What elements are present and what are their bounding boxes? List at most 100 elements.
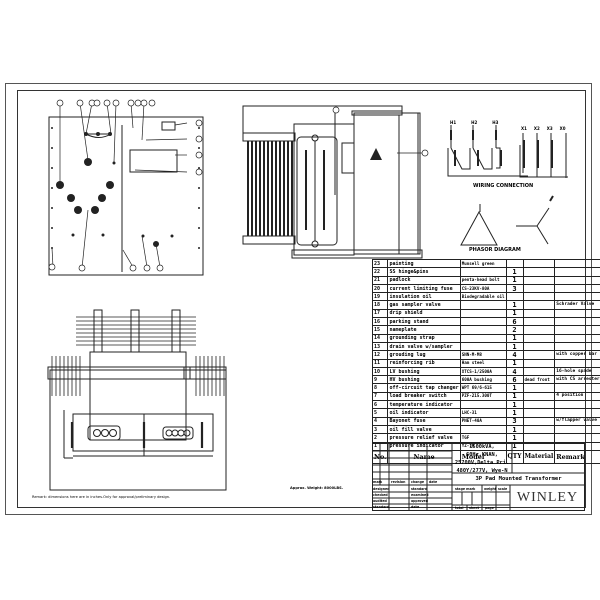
title-block-grid xyxy=(372,443,585,511)
bom-cell-material xyxy=(522,383,556,393)
company-logo: WINLEY xyxy=(516,490,579,505)
bom-cell-material xyxy=(522,408,556,418)
bom-cell-remark xyxy=(554,292,600,302)
bom-cell-name: gas sampler valve xyxy=(387,300,461,310)
bom-cell-qty xyxy=(505,292,524,302)
bom-cell-remark xyxy=(554,267,600,277)
spec-line-rating: 1500kVA, 60Hz,KNAN, xyxy=(466,444,498,458)
bom-cell-no: 2 xyxy=(371,433,389,443)
bom-cell-remark xyxy=(554,317,600,327)
bom-cell-model: Ham steel xyxy=(459,358,507,368)
bom-cell-material xyxy=(522,292,556,302)
sign-audited: audited xyxy=(373,499,387,503)
weight-label: weight xyxy=(484,487,497,491)
bom-cell-qty: 1 xyxy=(505,400,524,410)
bom-cell-qty: 1 xyxy=(505,333,524,343)
sign-checked: checked xyxy=(373,493,388,497)
sign-standard: standard xyxy=(373,505,390,509)
bom-cell-no: 10 xyxy=(371,366,389,377)
bom-cell-name: reinforcing rib xyxy=(387,358,461,368)
bom-cell-name: HV bushing xyxy=(387,375,461,385)
bom-cell-remark: with CS arrester xyxy=(554,375,600,385)
bom-cell-material xyxy=(522,333,556,343)
bom-cell-remark xyxy=(554,275,600,285)
bom-cell-name: grouding lug xyxy=(387,350,461,360)
terminal-h1: H1 xyxy=(450,120,457,125)
rev-header-date: date xyxy=(429,480,438,484)
bom-cell-name: oil indicator xyxy=(387,408,461,418)
sign-approved: approved xyxy=(411,499,428,503)
bom-cell-model: SNN-M-M8 xyxy=(459,350,507,360)
bom-cell-qty: 1 xyxy=(505,341,524,352)
stage-mark-label: stage mark xyxy=(455,487,476,491)
terminal-x0: X0 xyxy=(559,126,566,131)
page-label: page xyxy=(485,506,494,510)
rev-header-change: change xyxy=(411,480,425,484)
bom-cell-name: parking stand xyxy=(387,317,461,327)
bom-cell-qty: 1 xyxy=(505,267,524,277)
bom-cell-qty: 1 xyxy=(505,408,524,418)
bom-cell-no: 7 xyxy=(371,391,389,402)
bom-cell-name: drain valve w/sampler xyxy=(387,341,461,352)
bom-cell-no: 23 xyxy=(371,258,389,269)
bom-cell-material xyxy=(522,300,556,310)
bom-cell-no: 5 xyxy=(371,408,389,418)
bom-cell-material xyxy=(522,416,556,426)
bom-cell-model xyxy=(459,325,507,335)
bom-cell-qty: 1 xyxy=(505,391,524,402)
bom-cell-material xyxy=(522,400,556,410)
bom-cell-remark: 4 position xyxy=(554,391,600,402)
bom-cell-remark: Schrader Valve xyxy=(554,300,600,310)
spec-line-secondary: 480Y/277V, Wye-N xyxy=(456,468,508,474)
approx-weight-note: Approx. Weight: 8000LBS. xyxy=(290,486,344,490)
sign-designed: designed xyxy=(373,487,390,491)
bom-cell-material xyxy=(522,283,556,294)
bom-cell-remark xyxy=(554,358,600,368)
header-remark: Remark xyxy=(554,449,600,464)
spec-line-primary: 25700V,Delta Pri. xyxy=(454,460,510,466)
bom-cell-model: LHC-31 xyxy=(459,408,507,418)
bom-cell-model xyxy=(459,424,507,435)
bom-cell-material xyxy=(522,358,556,368)
bom-cell-qty: 4 xyxy=(505,366,524,377)
bom-cell-no: 18 xyxy=(371,300,389,310)
terminal-x3: X3 xyxy=(546,126,553,131)
bom-cell-model xyxy=(459,317,507,327)
bom-cell-qty: 3 xyxy=(505,416,524,426)
bom-cell-qty: 4 xyxy=(505,350,524,360)
bom-cell-material xyxy=(522,325,556,335)
bom-cell-material xyxy=(522,350,556,360)
bom-cell-no: 19 xyxy=(371,292,389,302)
bom-cell-material xyxy=(522,433,556,443)
bom-cell-name: pressure indicator xyxy=(387,441,461,451)
bom-cell-no: 21 xyxy=(371,275,389,285)
bom-cell-name: painting xyxy=(387,258,461,269)
bom-cell-name: LV bushing xyxy=(387,366,461,377)
drawing-title: 3P Pad Mounted Transformer xyxy=(475,476,562,482)
bom-cell-qty: 1 xyxy=(505,433,524,443)
bom-cell-name: temperature indicator xyxy=(387,400,461,410)
bom-cell-qty: 1 xyxy=(505,275,524,285)
bom-cell-model: Munsell green xyxy=(459,258,507,269)
bom-cell-remark xyxy=(554,383,600,393)
warning-triangle-icon xyxy=(370,148,382,160)
bom-cell-remark xyxy=(554,341,600,352)
bom-cell-name: drip shield xyxy=(387,308,461,319)
bom-cell-model xyxy=(459,308,507,319)
bom-cell-qty xyxy=(505,258,524,269)
bom-cell-no: 3 xyxy=(371,424,389,435)
sign-examined: examined xyxy=(411,493,429,497)
rev-header-mark: mark xyxy=(373,480,383,484)
